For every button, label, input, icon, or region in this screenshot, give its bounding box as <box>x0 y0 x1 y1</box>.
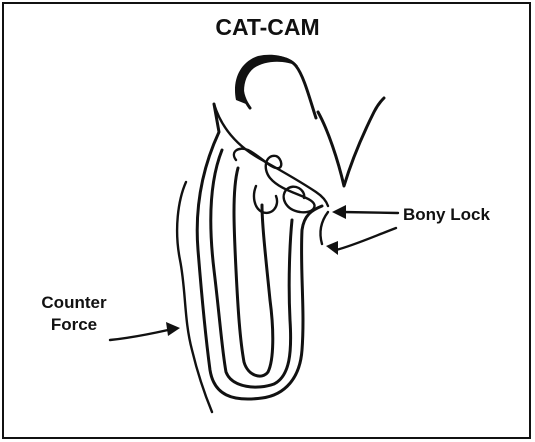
diagram-frame <box>2 2 531 439</box>
socket-outer-wall <box>195 102 324 401</box>
ischium-inner <box>252 184 279 215</box>
bony-lock-arrow-lower-head <box>326 241 338 255</box>
pelvis-curve-bold <box>234 54 298 104</box>
brim-v-shape <box>316 96 386 188</box>
bone-shaft <box>232 166 275 378</box>
lateral-wall-lip <box>319 210 330 246</box>
counter-force-label-line2: Force <box>50 315 98 334</box>
flap-line <box>212 102 330 208</box>
counter-force-arrow-line <box>108 328 170 342</box>
bony-lock-arrow-lower-line <box>334 226 398 252</box>
counter-force-label: Counter Force <box>26 292 122 336</box>
counter-force-arrow-head <box>166 322 180 336</box>
counter-force-label-line1: Counter <box>41 293 107 312</box>
bony-lock-arrow-upper-line <box>340 210 400 215</box>
outer-soft-tissue-contour <box>175 180 214 414</box>
diagram-title: CAT-CAM <box>215 14 320 40</box>
bony-lock-label: Bony Lock <box>403 205 490 224</box>
socket-inner-wall <box>209 148 294 389</box>
bony-lock-arrow-upper-head <box>332 205 346 219</box>
ischium-loop <box>232 147 316 214</box>
